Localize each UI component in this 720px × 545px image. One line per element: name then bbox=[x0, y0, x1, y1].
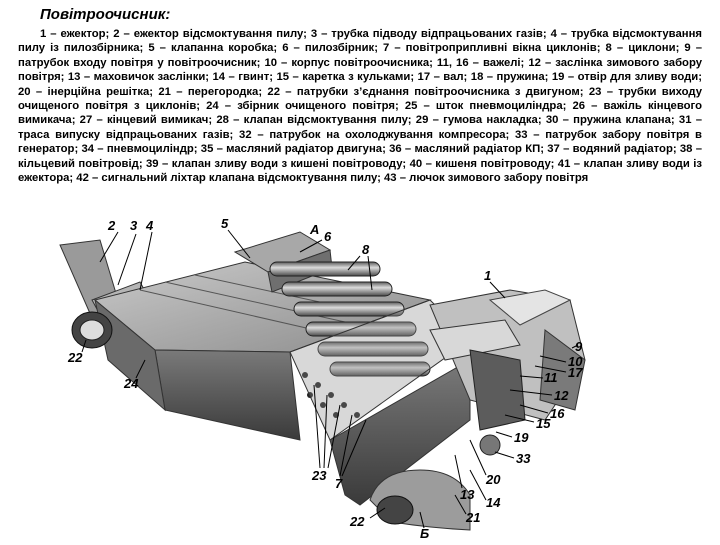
label-10: 10 bbox=[568, 354, 583, 369]
label-22-left: 22 bbox=[67, 350, 83, 365]
label-13: 13 bbox=[460, 487, 475, 502]
air-cleaner-drawing: 2 3 4 5 А 6 8 1 9 10 11 17 12 1 bbox=[59, 216, 586, 541]
label-22-bottom: 22 bbox=[349, 514, 365, 529]
label-19: 19 bbox=[514, 430, 529, 445]
parts-legend: 1 – ежектор; 2 – ежектор відсмоктування … bbox=[18, 28, 702, 185]
label-14: 14 bbox=[486, 495, 501, 510]
label-11: 11 bbox=[544, 370, 558, 385]
label-21: 21 bbox=[465, 510, 480, 525]
label-A: А bbox=[309, 222, 319, 237]
label-17: 17 bbox=[568, 365, 583, 380]
label-23: 23 bbox=[311, 468, 327, 483]
label-16: 16 bbox=[550, 406, 565, 421]
label-8: 8 bbox=[362, 242, 370, 257]
air-cleaner-figure: 2 3 4 5 А 6 8 1 9 10 11 17 12 1 bbox=[0, 205, 720, 541]
label-3: 3 bbox=[130, 218, 138, 233]
label-15: 15 bbox=[536, 416, 551, 431]
label-20: 20 bbox=[485, 472, 501, 487]
label-2: 2 bbox=[107, 218, 116, 233]
label-9: 9 bbox=[575, 339, 583, 354]
caption-block: Повітроочисник: 1 – ежектор; 2 – ежектор… bbox=[18, 6, 702, 185]
label-12: 12 bbox=[554, 388, 569, 403]
ejector-housing bbox=[429, 289, 586, 456]
label-1: 1 bbox=[484, 268, 491, 283]
label-4: 4 bbox=[145, 218, 154, 233]
label-24: 24 bbox=[123, 376, 139, 391]
caption-title: Повітроочисник: bbox=[40, 6, 171, 23]
label-B: Б bbox=[420, 526, 429, 540]
housing-front bbox=[289, 299, 471, 531]
label-33: 33 bbox=[516, 451, 531, 466]
cyclone-bank bbox=[269, 261, 431, 428]
inlet-ring bbox=[71, 311, 113, 349]
label-5: 5 bbox=[221, 216, 229, 231]
callout-labels: 2 3 4 5 А 6 8 1 9 10 11 17 12 1 bbox=[67, 216, 583, 541]
label-7: 7 bbox=[335, 476, 343, 491]
label-6: 6 bbox=[324, 229, 332, 244]
